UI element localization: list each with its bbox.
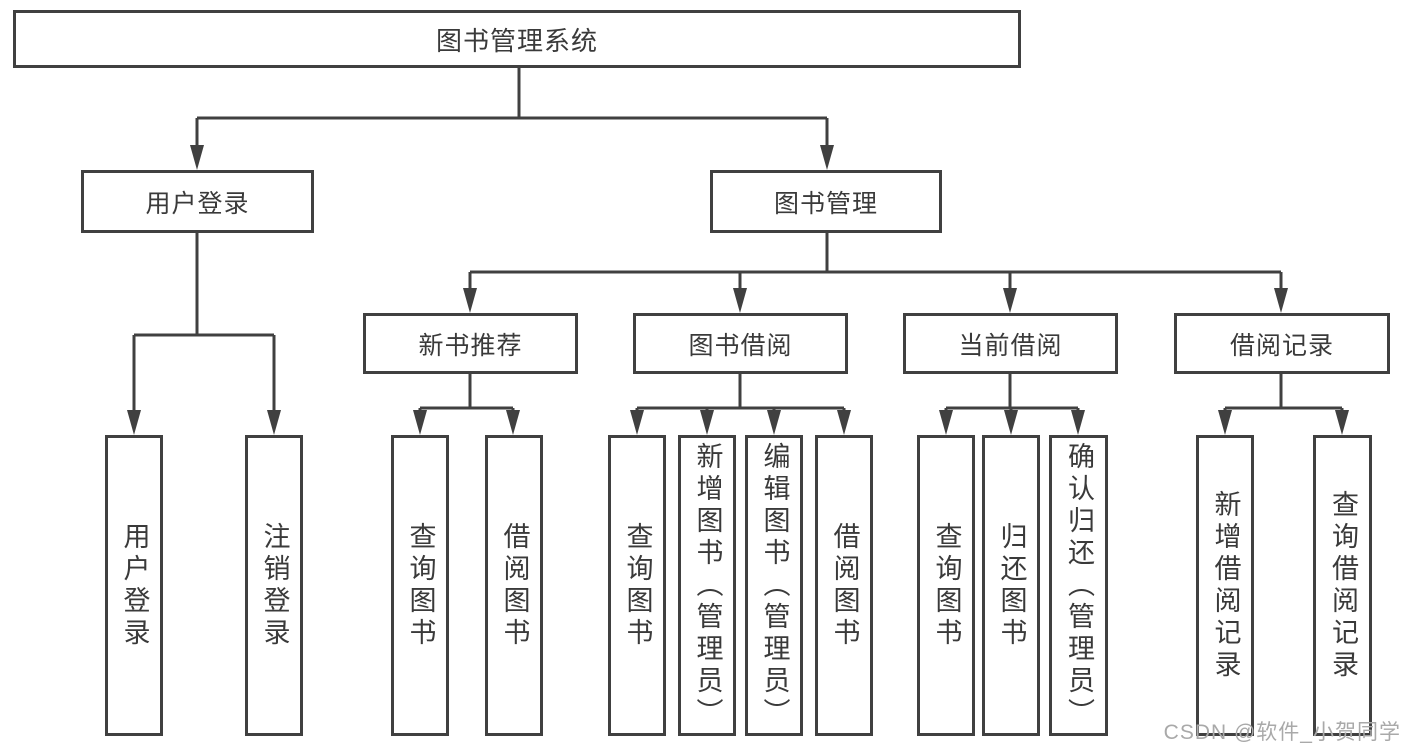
arrow-to-leaf-user-login <box>127 410 141 435</box>
connector-book-management-to-level3 <box>468 233 1283 292</box>
leaf-query-borrow-record: 查询借阅记录 <box>1313 435 1372 736</box>
node-borrow-records-label: 借阅记录 <box>1229 331 1334 360</box>
leaf-user-login: 用户登录 <box>105 435 163 736</box>
arrow-to-leaf-logout <box>267 410 281 435</box>
node-root: 图书管理系统 <box>13 10 1021 68</box>
node-new-book-recommend-label: 新书推荐 <box>418 331 523 360</box>
leaf-add-borrow-record: 新增借阅记录 <box>1196 435 1254 736</box>
leaf-query-borrow-record-label: 查询借阅记录 <box>1328 489 1358 682</box>
arrow-to-leaf-confirm-return-admin <box>1071 410 1085 435</box>
node-borrow-records: 借阅记录 <box>1174 313 1390 374</box>
leaf-confirm-return-admin: 确认归还（管理员） <box>1049 435 1108 736</box>
arrow-to-leaf-return-books <box>1004 410 1018 435</box>
leaf-borrow-books-borrow: 借阅图书 <box>815 435 873 736</box>
arrow-to-leaf-borrow-books-recommend <box>506 410 520 435</box>
arrow-to-leaf-query-books-recommend <box>413 410 427 435</box>
leaf-return-books-label: 归还图书 <box>996 521 1027 650</box>
leaf-add-borrow-record-label: 新增借阅记录 <box>1210 489 1241 682</box>
connector-root-to-level2 <box>195 68 829 152</box>
leaf-query-books-borrow-label: 查询图书 <box>622 521 653 650</box>
leaf-query-books-current-label: 查询图书 <box>931 521 962 650</box>
node-book-borrow-label: 图书借阅 <box>688 331 793 360</box>
leaf-logout: 注销登录 <box>245 435 303 736</box>
leaf-confirm-return-admin-label: 确认归还（管理员） <box>1064 441 1094 730</box>
leaf-add-books-admin-label: 新增图书（管理员） <box>692 441 723 730</box>
node-current-borrow-label: 当前借阅 <box>958 331 1063 360</box>
leaf-borrow-books-recommend: 借阅图书 <box>485 435 543 736</box>
node-user-login: 用户登录 <box>81 170 314 233</box>
node-user-login-label: 用户登录 <box>145 189 250 218</box>
leaf-logout-label: 注销登录 <box>259 521 290 650</box>
arrow-to-leaf-borrow-books-borrow <box>837 410 851 435</box>
leaf-edit-books-admin-label: 编辑图书（管理员） <box>759 441 790 730</box>
arrow-to-leaf-query-borrow-record <box>1335 410 1349 435</box>
watermark: CSDN @软件_小贺同学 <box>1163 721 1401 744</box>
connector-current-to-leaves <box>944 374 1080 414</box>
arrow-to-current-borrow <box>1003 288 1017 313</box>
arrow-to-borrow-records <box>1274 288 1288 313</box>
leaf-borrow-books-borrow-label: 借阅图书 <box>829 521 860 650</box>
arrow-to-new-book-recommend <box>463 288 477 313</box>
node-book-management: 图书管理 <box>710 170 942 233</box>
leaf-query-books-recommend: 查询图书 <box>391 435 449 736</box>
connector-recommend-to-leaves <box>418 374 515 414</box>
leaf-user-login-label: 用户登录 <box>119 521 150 650</box>
arrow-to-leaf-query-books-borrow <box>630 410 644 435</box>
leaf-query-books-current: 查询图书 <box>917 435 975 736</box>
node-book-borrow: 图书借阅 <box>633 313 848 374</box>
arrow-to-leaf-query-books-current <box>939 410 953 435</box>
arrow-to-book-management <box>820 145 834 170</box>
leaf-edit-books-admin: 编辑图书（管理员） <box>745 435 803 736</box>
node-current-borrow: 当前借阅 <box>903 313 1118 374</box>
node-root-label: 图书管理系统 <box>435 25 598 56</box>
leaf-query-books-borrow: 查询图书 <box>608 435 666 736</box>
arrow-to-leaf-add-borrow-record <box>1218 410 1232 435</box>
arrow-to-book-borrow <box>733 288 747 313</box>
leaf-return-books: 归还图书 <box>982 435 1040 736</box>
connector-user-login-to-leaves <box>132 233 276 414</box>
leaf-add-books-admin: 新增图书（管理员） <box>678 435 736 736</box>
connector-borrow-to-leaves <box>635 374 846 414</box>
arrow-to-user-login <box>190 145 204 170</box>
arrow-to-leaf-edit-books-admin <box>767 410 781 435</box>
arrow-to-leaf-add-books-admin <box>700 410 714 435</box>
leaf-borrow-books-recommend-label: 借阅图书 <box>499 521 530 650</box>
connector-records-to-leaves <box>1223 374 1344 414</box>
node-new-book-recommend: 新书推荐 <box>363 313 578 374</box>
node-book-management-label: 图书管理 <box>773 189 878 218</box>
leaf-query-books-recommend-label: 查询图书 <box>405 521 436 650</box>
